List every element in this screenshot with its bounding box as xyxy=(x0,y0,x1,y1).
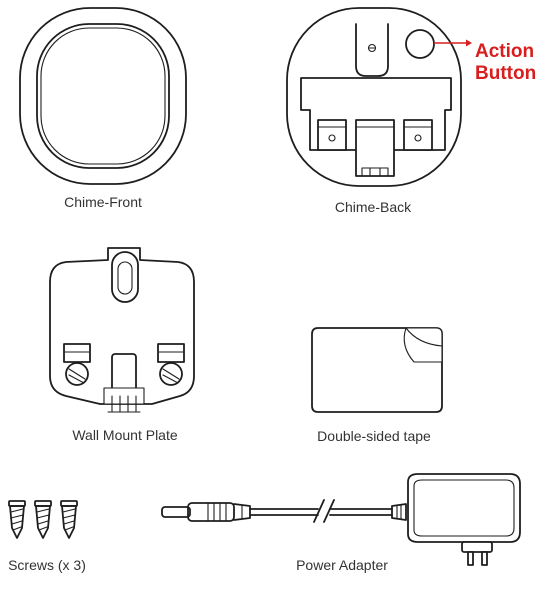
chime-back-illustration xyxy=(286,7,462,187)
power-adapter-caption: Power Adapter xyxy=(296,557,388,573)
screws-caption: Screws (x 3) xyxy=(8,557,86,573)
power-adapter-illustration xyxy=(161,473,521,566)
action-button-label-line2: Button xyxy=(475,63,537,84)
screws-illustration xyxy=(8,500,78,539)
chime-front-illustration xyxy=(19,7,187,185)
screw-1 xyxy=(8,500,26,539)
double-sided-tape-illustration xyxy=(311,327,443,413)
action-button-circle xyxy=(405,29,435,59)
action-button-label-line1: Action xyxy=(475,41,535,62)
screw-2 xyxy=(34,500,52,539)
action-button-callout-line xyxy=(434,39,472,47)
action-button-label: Action Button xyxy=(475,41,536,85)
screw-3 xyxy=(60,500,78,539)
double-sided-tape-caption: Double-sided tape xyxy=(317,428,431,444)
wall-mount-plate-caption: Wall Mount Plate xyxy=(72,427,178,443)
wall-mount-plate-illustration xyxy=(49,247,195,413)
chime-back-caption: Chime-Back xyxy=(334,199,412,215)
chime-front-caption: Chime-Front xyxy=(64,194,142,210)
